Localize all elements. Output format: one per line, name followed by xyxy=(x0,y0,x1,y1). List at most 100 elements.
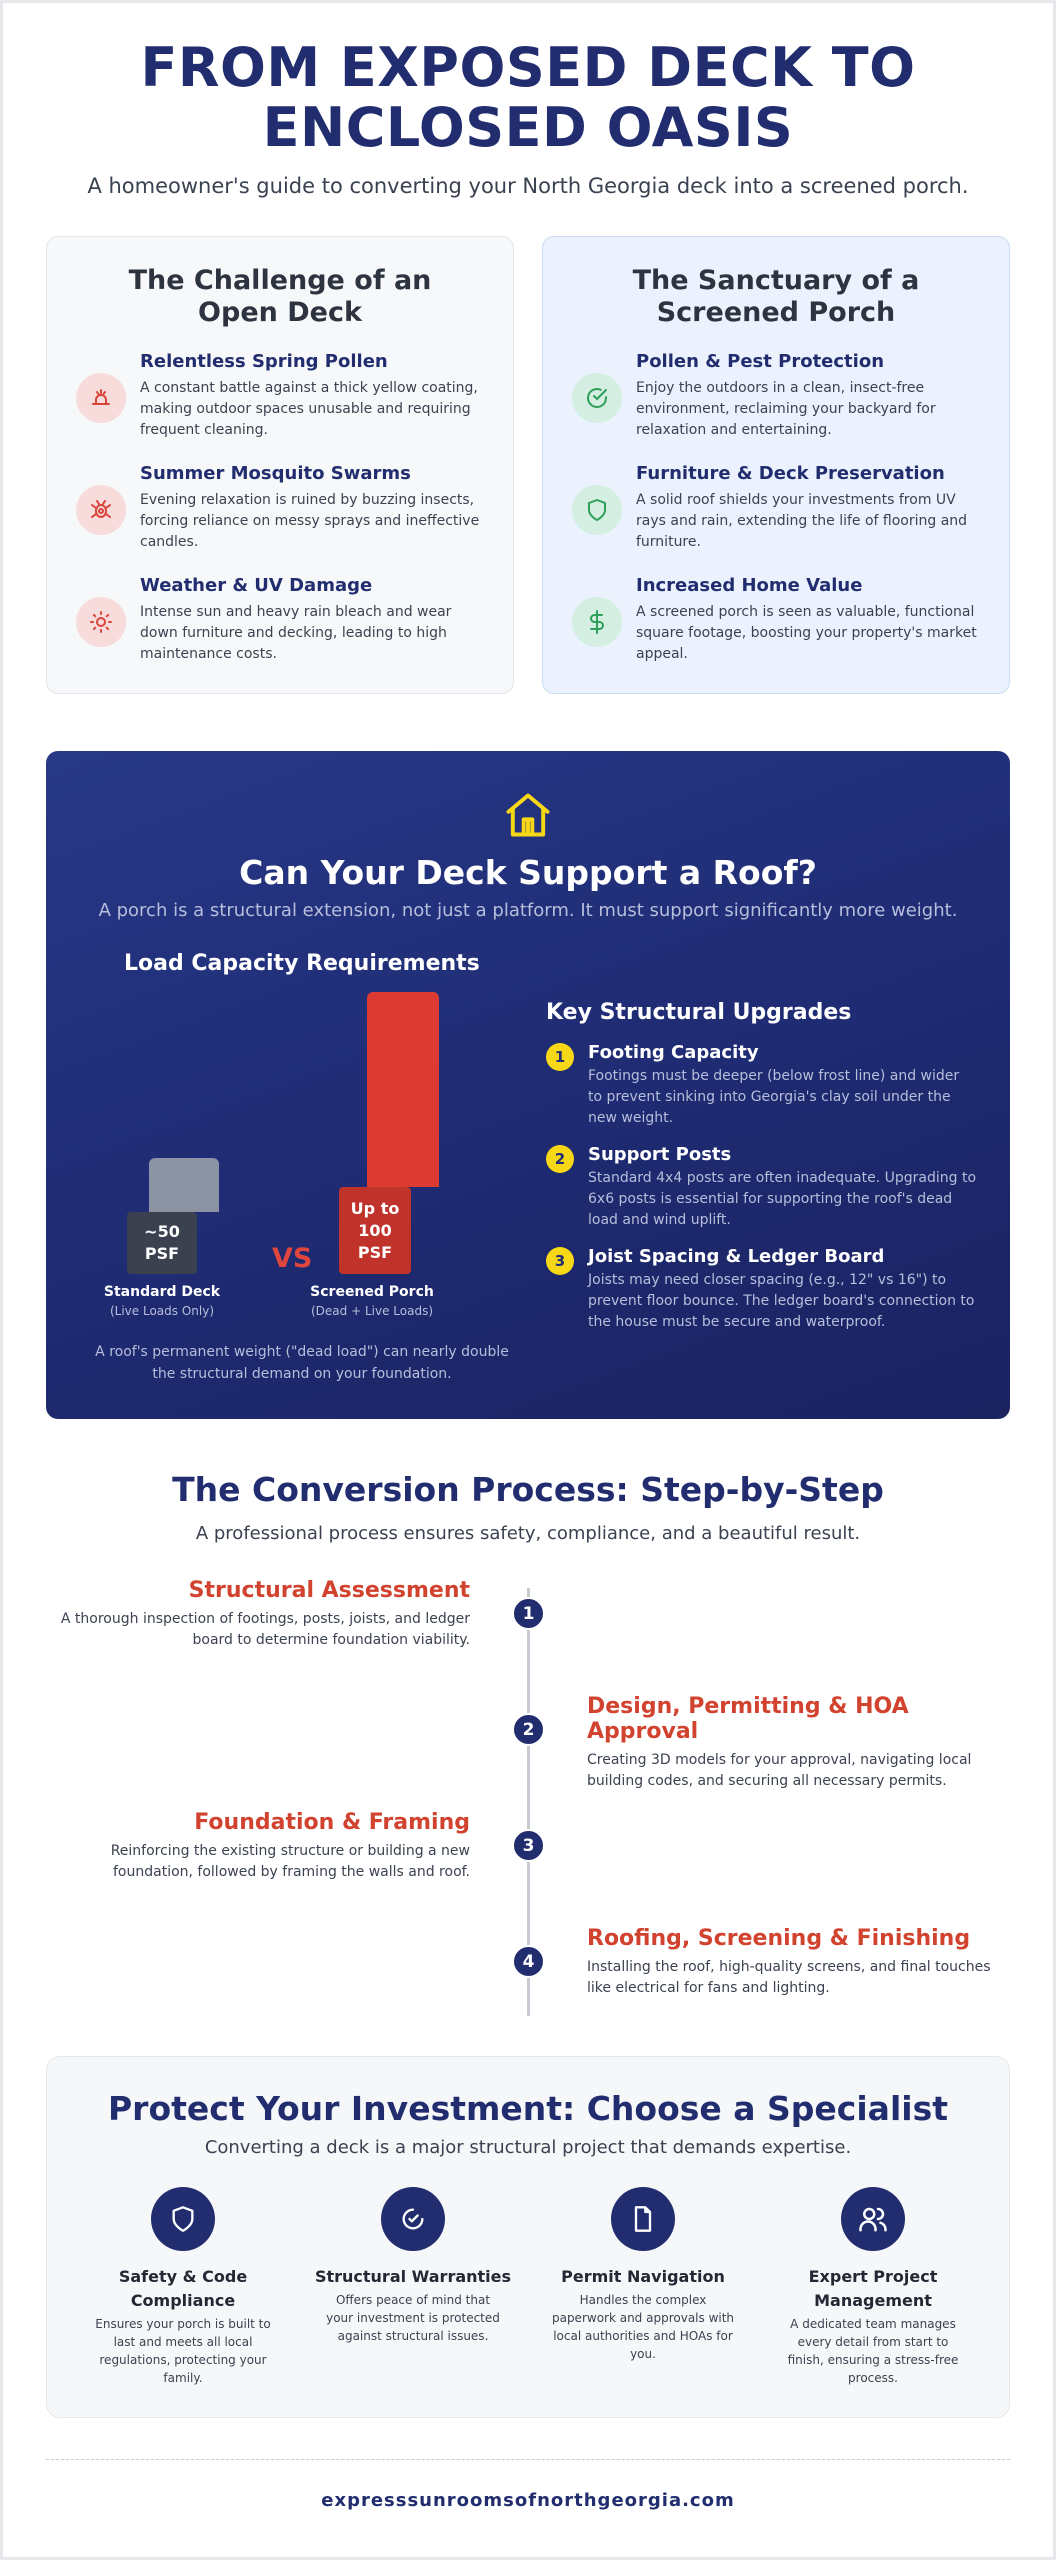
step-title: Design, Permitting & HOA Approval xyxy=(587,1694,909,1744)
deck-tag-line2: PSF xyxy=(144,1244,180,1263)
feature-title: Safety & Code Compliance xyxy=(118,2267,248,2310)
timeline-line xyxy=(527,1588,530,2016)
process-step: Design, Permitting & HOA Approval Creati… xyxy=(587,1694,1007,1792)
feature-text: Ensures your porch is built to last and … xyxy=(95,2317,271,2385)
title-line-2: ENCLOSED OASIS xyxy=(262,96,794,159)
porch-tag-line2: 100 xyxy=(358,1220,392,1240)
challenge-item-title: Weather & UV Damage xyxy=(140,575,373,596)
hero: FROM EXPOSED DECK TO ENCLOSED OASIS A ho… xyxy=(0,38,1056,199)
feature-title: Expert Project Management xyxy=(808,2267,938,2310)
step-number: 3 xyxy=(512,1829,545,1862)
footer-divider xyxy=(46,2459,1010,2460)
step-number: 1 xyxy=(512,1597,545,1630)
sanctuary-item-text: A screened porch is seen as valuable, fu… xyxy=(636,604,977,662)
porch-tag-line3: PSF xyxy=(357,1242,393,1262)
deck-sublabel: (Live Loads Only) xyxy=(109,1304,215,1318)
mosquito-icon xyxy=(76,485,126,535)
challenge-item: Relentless Spring Pollen A constant battl… xyxy=(73,351,487,463)
step-text: Installing the roof, high-quality screen… xyxy=(587,1959,991,1996)
feature-text: Handles the complex paperwork and approv… xyxy=(551,2293,735,2361)
challenge-item-title: Relentless Spring Pollen xyxy=(140,351,388,372)
users-icon xyxy=(841,2187,905,2251)
step-number: 2 xyxy=(512,1713,545,1746)
challenge-item-text: Intense sun and heavy rain bleach and we… xyxy=(140,604,452,662)
sanctuary-item-title: Furniture & Deck Preservation xyxy=(636,463,945,484)
house-icon xyxy=(502,789,554,845)
badge-check-icon xyxy=(381,2187,445,2251)
feature-item: Safety & Code Compliance Ensures your po… xyxy=(83,2187,283,2387)
feature-item: Structural Warranties Offers peace of mi… xyxy=(313,2187,513,2345)
versus-label: VS xyxy=(272,1243,313,1274)
process-subtitle: A professional process ensures safety, c… xyxy=(195,1523,861,1544)
step-title: Foundation & Framing xyxy=(194,1810,470,1835)
website-link[interactable]: expresssunroomsofnorthgeorgia.com xyxy=(321,2490,735,2511)
sanctuary-item-text: A solid roof shields your investments fr… xyxy=(636,492,968,550)
shield-icon xyxy=(151,2187,215,2251)
shield-icon xyxy=(572,485,622,535)
dollar-icon xyxy=(572,597,622,647)
upgrade-number: 2 xyxy=(546,1145,574,1173)
upgrade-title: Support Posts xyxy=(588,1144,732,1165)
sanctuary-item-title: Pollen & Pest Protection xyxy=(636,351,885,372)
specialist-subtitle: Converting a deck is a major structural … xyxy=(204,2137,852,2158)
sanctuary-title: The Sanctuary of a Screened Porch xyxy=(632,265,920,328)
upgrade-number: 3 xyxy=(546,1247,574,1275)
upgrade-text: Joists may need closer spacing (e.g., 12… xyxy=(588,1272,975,1330)
challenge-item-title: Summer Mosquito Swarms xyxy=(140,463,411,484)
upgrade-text: Footings must be deeper (below frost lin… xyxy=(588,1068,960,1126)
sanctuary-item: Furniture & Deck Preservation A solid roo… xyxy=(569,463,983,575)
document-icon xyxy=(611,2187,675,2251)
deck-load-bar xyxy=(149,1158,219,1212)
roof-subtitle: A porch is a structural extension, not j… xyxy=(98,900,958,921)
load-chart-title: Load Capacity Requirements xyxy=(124,951,480,976)
roof-title: Can Your Deck Support a Roof? xyxy=(239,853,817,892)
feature-text: A dedicated team manages every detail fr… xyxy=(787,2317,959,2385)
page-title: FROM EXPOSED DECK TO ENCLOSED OASIS xyxy=(0,38,1056,158)
step-title: Roofing, Screening & Finishing xyxy=(587,1926,971,1951)
challenge-card: The Challenge of an Open Deck Relentless… xyxy=(46,236,514,694)
upgrade-text: Standard 4x4 posts are often inadequate.… xyxy=(588,1170,977,1228)
process-step: Roofing, Screening & Finishing Installin… xyxy=(587,1926,1007,1999)
step-text: Creating 3D models for your approval, na… xyxy=(587,1752,972,1789)
upgrades-title: Key Structural Upgrades xyxy=(546,1000,852,1025)
check-circle-icon xyxy=(572,373,622,423)
comparison-section: The Challenge of an Open Deck Relentless… xyxy=(46,236,1010,694)
porch-load-bar xyxy=(367,992,439,1187)
page-subtitle: A homeowner's guide to converting your N… xyxy=(87,174,969,198)
title-line-1: FROM EXPOSED DECK TO xyxy=(140,36,916,99)
feature-item: Permit Navigation Handles the complex pa… xyxy=(543,2187,743,2363)
feature-item: Expert Project Management A dedicated te… xyxy=(773,2187,973,2387)
process-step: Foundation & Framing Reinforcing the exi… xyxy=(50,1810,470,1883)
step-text: Reinforcing the existing structure or bu… xyxy=(110,1843,470,1880)
roof-support-section: Can Your Deck Support a Roof? A porch is… xyxy=(46,751,1010,1419)
porch-label: Screened Porch xyxy=(310,1284,434,1300)
step-title: Structural Assessment xyxy=(188,1578,470,1603)
sun-icon xyxy=(76,597,126,647)
challenge-item-text: A constant battle against a thick yellow… xyxy=(140,380,478,438)
dead-load-note: A roof's permanent weight ("dead load") … xyxy=(95,1344,509,1382)
upgrade-title: Joist Spacing & Ledger Board xyxy=(588,1246,885,1267)
process-section: The Conversion Process: Step-by-Step A p… xyxy=(0,1470,1056,1544)
feature-title: Structural Warranties xyxy=(314,2267,512,2286)
step-text: A thorough inspection of footings, posts… xyxy=(60,1611,470,1648)
process-step: Structural Assessment A thorough inspect… xyxy=(50,1578,470,1651)
specialist-title: Protect Your Investment: Choose a Specia… xyxy=(108,2089,948,2128)
sanctuary-item: Increased Home Value A screened porch is … xyxy=(569,575,983,687)
pollen-icon xyxy=(76,373,126,423)
specialist-section: Protect Your Investment: Choose a Specia… xyxy=(46,2056,1010,2418)
step-number: 4 xyxy=(512,1945,545,1978)
porch-tag-line1: Up to xyxy=(350,1198,400,1218)
process-title: The Conversion Process: Step-by-Step xyxy=(172,1470,884,1509)
deck-label: Standard Deck xyxy=(103,1284,221,1300)
porch-sublabel: (Dead + Live Loads) xyxy=(311,1304,433,1318)
sanctuary-item-title: Increased Home Value xyxy=(636,575,863,596)
feature-text: Offers peace of mind that your investmen… xyxy=(326,2293,500,2343)
sanctuary-card: The Sanctuary of a Screened Porch Pollen… xyxy=(542,236,1010,694)
